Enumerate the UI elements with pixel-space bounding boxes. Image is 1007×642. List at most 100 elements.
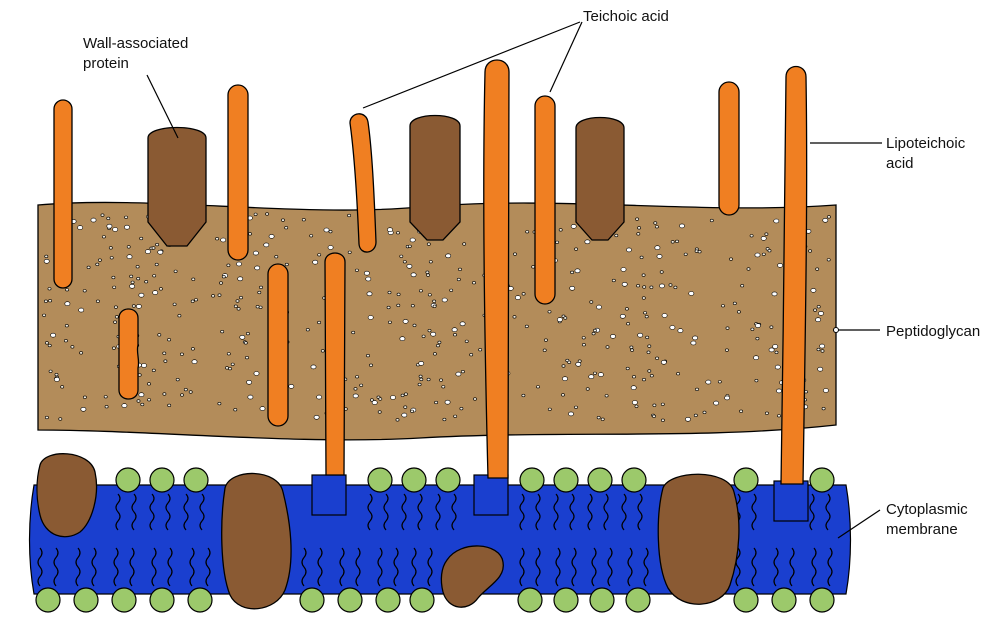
speckle [670,326,675,330]
speckle [431,332,436,336]
speckle [754,356,759,360]
speckle [240,335,245,339]
speckle [769,348,774,352]
speckle [638,333,643,337]
speckle [366,354,369,357]
lipid-head [520,468,544,492]
speckle [136,265,139,268]
speckle [479,348,482,351]
speckle [586,388,589,391]
lipid-head [150,468,174,492]
speckle [601,418,604,421]
speckle [259,286,262,289]
membrane-label-line2: membrane [886,521,958,538]
speckle [158,250,163,254]
speckle [684,253,687,256]
speckle [582,337,585,340]
speckle [755,253,760,257]
speckle [648,345,651,348]
speckle [114,321,117,324]
speckle [396,232,399,235]
speckle [403,319,408,323]
speckle [411,273,416,277]
wall-associated-protein [148,128,206,247]
speckle [137,400,140,403]
speckle [192,360,197,364]
speckle [218,402,221,405]
lipid-head [436,468,460,492]
speckle [725,396,730,400]
speckle [589,375,594,379]
lipid-head [554,588,578,612]
speckle [244,342,247,345]
speckle [470,353,473,356]
lipid-head [376,588,400,612]
speckle [590,301,593,304]
lipid-head [590,588,614,612]
speckle [164,360,167,363]
speckle [369,364,372,367]
speckle [765,412,768,415]
speckle [289,384,294,388]
speckle [401,394,404,397]
speckle [427,243,430,246]
speckle [96,263,99,266]
speckle [637,284,640,287]
speckle [817,305,820,308]
speckle [436,344,439,347]
speckle [163,352,166,355]
speckle [355,269,358,272]
speckle [324,228,329,232]
speckle [174,270,177,273]
speckle [678,329,683,333]
speckle [227,264,230,267]
speckle [465,340,468,343]
speckle [646,336,649,339]
speckle [543,349,546,352]
speckle [221,238,226,242]
speckle [821,350,824,353]
speckle [593,329,596,332]
speckle [433,305,436,308]
speckle [168,338,171,341]
speckle [163,393,166,396]
speckle [726,327,729,330]
speckle [721,305,724,308]
speckle [219,282,222,285]
speckle [741,284,744,287]
speckle [576,362,581,366]
speckle [237,308,240,311]
speckle [79,308,84,312]
speckle [256,305,259,308]
speckle [306,328,309,331]
teichoic-acid [535,96,555,304]
speckle [657,254,662,258]
speckle [605,395,608,398]
speckle [407,264,412,268]
speckle [756,337,759,340]
speckle [823,218,828,222]
speckle [176,378,179,381]
speckle [140,237,143,240]
speckle [710,219,713,222]
lipoteichoic-acid [484,60,509,478]
speckle [661,419,664,422]
speckle [348,251,351,254]
speckle [729,258,732,261]
speckle [620,314,625,318]
speckle [755,379,758,382]
speckle [236,300,239,303]
speckle [773,345,778,349]
speckle [130,275,133,278]
speckle [145,250,150,254]
speckle [689,292,694,296]
peptidoglycan-leader-dot [834,328,839,333]
speckle [685,417,690,421]
speckle [61,386,64,389]
speckle [695,388,698,391]
speckle [253,251,258,255]
speckle [354,388,357,391]
speckle [691,341,696,345]
speckle [557,318,562,322]
speckle [356,376,359,379]
